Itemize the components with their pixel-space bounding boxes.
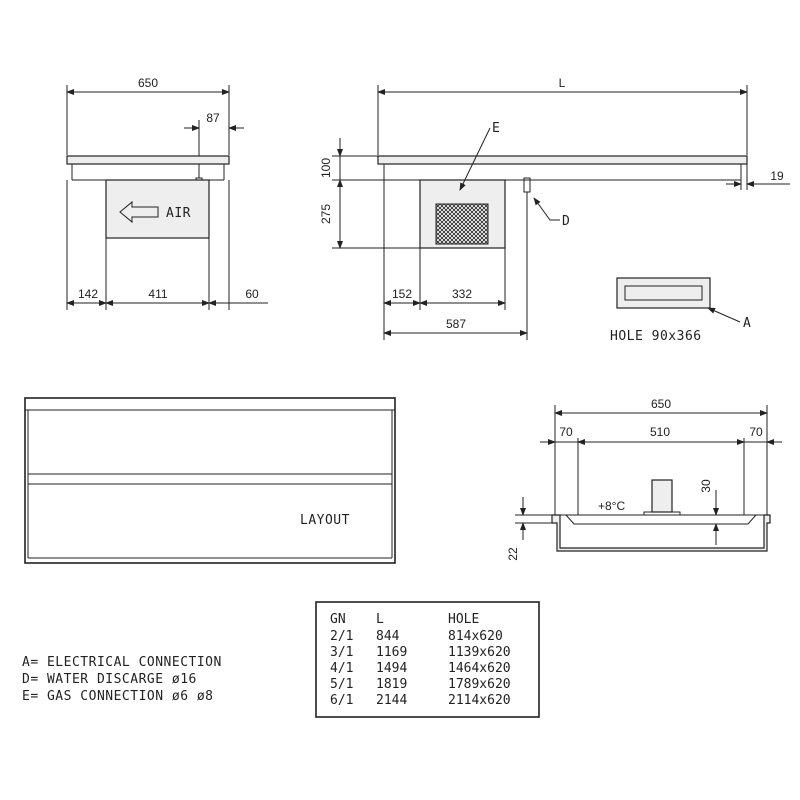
side-dim-19: 19	[770, 169, 784, 183]
table-cell: 844	[376, 629, 400, 644]
table-cell: 1139x620	[448, 645, 511, 660]
hole-label: HOLE 90x366	[610, 329, 702, 344]
legend-d: D= WATER DISCARGE ø16	[22, 672, 197, 687]
layout-label: LAYOUT	[300, 513, 350, 528]
section-dim-30: 30	[699, 479, 713, 493]
section-dim-510: 510	[650, 425, 670, 439]
e-label: E	[492, 121, 500, 136]
table-cell: 2114x620	[448, 693, 511, 708]
table-cell: 1169	[376, 645, 407, 660]
table-cell: 1494	[376, 661, 407, 676]
side-length-dim: L	[559, 76, 566, 90]
d-label: D	[562, 214, 570, 229]
table-cell: 6/1	[330, 693, 353, 708]
front-dim-411: 411	[148, 287, 167, 301]
front-dim-60: 60	[245, 287, 259, 301]
front-dim-142: 142	[78, 287, 98, 301]
table-header-hole: HOLE	[448, 612, 479, 627]
layout-view: LAYOUT	[24, 397, 396, 564]
side-dim-332: 332	[452, 287, 472, 301]
hole-detail: A HOLE 90x366	[610, 277, 751, 344]
table-header-l: L	[376, 612, 384, 627]
section-width-dim: 650	[651, 397, 671, 411]
legend: A= ELECTRICAL CONNECTION D= WATER DISCAR…	[22, 655, 222, 704]
table-cell: 1464x620	[448, 661, 511, 676]
a-label: A	[743, 316, 751, 331]
table-cell: 5/1	[330, 677, 353, 692]
legend-a: A= ELECTRICAL CONNECTION	[22, 655, 222, 670]
table-cell: 2144	[376, 693, 407, 708]
section-view: 650 70 510 70 +8°C 30 22	[506, 397, 782, 561]
table-cell: 1789x620	[448, 677, 511, 692]
gn-table: GN L HOLE 2/1 844 814x620 3/1 1169 1139x…	[315, 601, 540, 718]
section-dim-70-right: 70	[749, 425, 763, 439]
side-dim-587: 587	[446, 317, 466, 331]
front-view: 650 87 AIR 142 411 60	[66, 76, 268, 310]
side-dim-100: 100	[319, 158, 333, 178]
front-width-dim: 650	[138, 76, 158, 90]
section-dim-22: 22	[506, 547, 520, 561]
side-dim-275: 275	[319, 204, 333, 224]
table-cell: 1819	[376, 677, 407, 692]
side-dim-152: 152	[392, 287, 412, 301]
table-cell: 3/1	[330, 645, 353, 660]
section-dim-70-left: 70	[559, 425, 573, 439]
front-offset-dim: 87	[206, 111, 220, 125]
table-cell: 2/1	[330, 629, 353, 644]
table-cell: 814x620	[448, 629, 503, 644]
side-view: L E D 100 275 19	[319, 76, 790, 340]
legend-e: E= GAS CONNECTION ø6 ø8	[22, 689, 214, 704]
table-header-gn: GN	[330, 612, 346, 627]
air-label: AIR	[166, 206, 191, 221]
table-cell: 4/1	[330, 661, 353, 676]
temp-label: +8°C	[598, 499, 625, 513]
